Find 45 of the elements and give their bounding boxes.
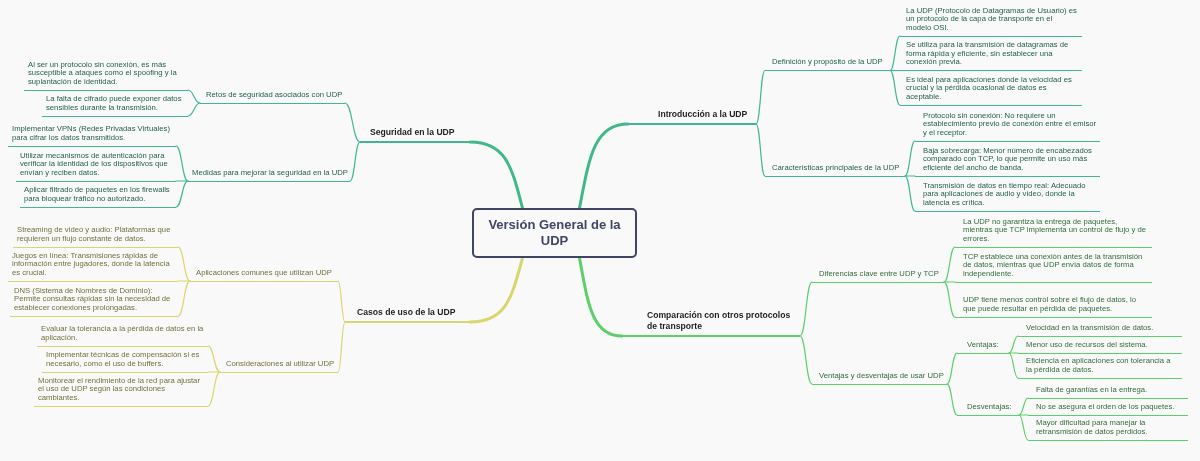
branch-connector [889,69,901,72]
branch-connector [177,280,191,282]
branch-connector [943,281,956,318]
branch-connector [344,102,361,143]
branch-connector [177,280,191,317]
branch-connector [337,280,346,323]
main-branch-topic: Introducción a la UDP [628,107,756,126]
branch-connector [946,383,958,416]
branch-connector [904,140,916,177]
branch-connector [943,281,956,283]
branch-connector [175,180,189,182]
branch-connector [946,352,958,385]
branch-connector [755,69,766,125]
branch-connector [187,89,201,104]
branch-connector [1008,335,1019,354]
branch-connector [889,35,901,72]
branch-connector [177,246,191,282]
branch-connector [943,246,956,283]
main-branch-topic: Seguridad en la UDP [360,125,470,144]
branch-connector [468,140,524,210]
branch-connector [1018,414,1029,441]
branch-connector [799,281,813,337]
branch-connector [175,145,189,182]
central-topic-box: Versión General de la UDP [472,208,637,258]
branch-connector [578,256,624,338]
branch-connector [187,102,201,117]
main-branch-topic: Comparación con otros protocolos de transporte [622,309,800,338]
branch-connector [1008,352,1019,354]
branch-connector [1008,352,1019,379]
branch-connector [889,69,901,106]
branch-connector [207,371,221,407]
branch-connector [175,180,189,208]
main-branch-topic: Casos de uso de la UDP [345,305,470,324]
branch-connector [207,371,221,373]
branch-connector [337,321,346,373]
branch-connector [468,256,524,324]
branch-connector [207,345,221,373]
branch-connector [755,123,766,177]
branch-connector [904,175,916,212]
branch-connector [349,141,361,182]
branch-connector [1018,414,1029,416]
branch-connector [578,122,630,210]
branch-connector [904,175,916,177]
branch-connector [799,335,813,385]
branch-connector [1018,397,1029,416]
